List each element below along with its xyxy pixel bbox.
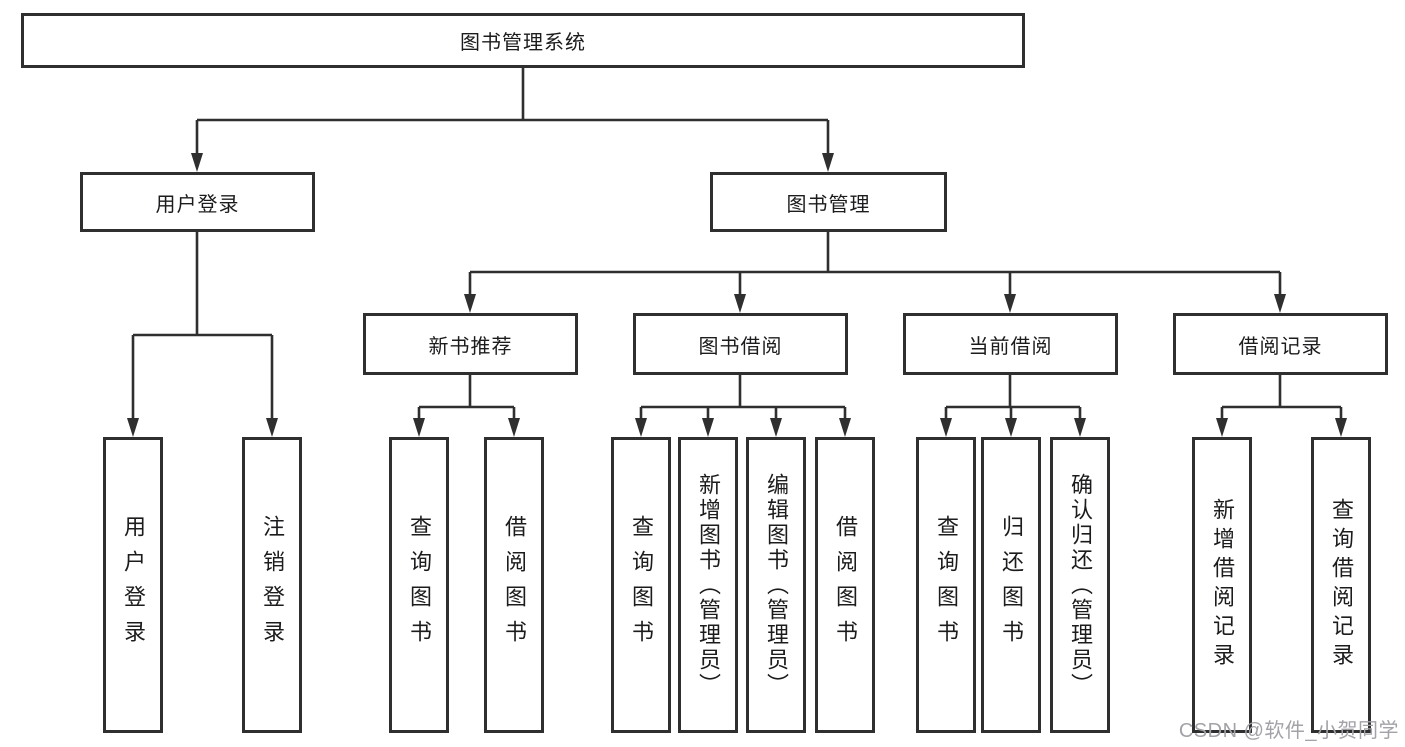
node-book-management-system: 图书管理系统 xyxy=(21,13,1025,68)
leaf-label: 用户登录 xyxy=(121,515,146,655)
node-user-login: 用户登录 xyxy=(80,172,315,232)
leaf-query-books-current: 查询图书 xyxy=(916,437,976,733)
node-label: 借阅记录 xyxy=(1238,335,1323,358)
leaf-label: 借阅图书 xyxy=(833,515,858,655)
node-borrow-records: 借阅记录 xyxy=(1173,313,1388,375)
leaf-query-books-borrow: 查询图书 xyxy=(611,437,671,733)
node-label: 当前借阅 xyxy=(968,335,1053,358)
node-label: 用户登录 xyxy=(155,193,240,216)
node-label: 图书管理系统 xyxy=(460,32,586,54)
leaf-edit-book-admin: 编辑图书（管理员） xyxy=(746,437,806,733)
leaf-add-book-admin: 新增图书（管理员） xyxy=(678,437,738,733)
leaf-label: 确认归还（管理员） xyxy=(1068,472,1093,698)
leaf-label: 注销登录 xyxy=(260,515,285,655)
leaf-label: 查询图书 xyxy=(934,515,959,655)
node-book-borrow: 图书借阅 xyxy=(633,313,848,375)
node-label: 新书推荐 xyxy=(428,335,513,358)
leaf-label: 借阅图书 xyxy=(502,515,527,655)
node-current-borrow: 当前借阅 xyxy=(903,313,1118,375)
leaf-label: 归还图书 xyxy=(999,515,1024,655)
leaf-add-borrow-record: 新增借阅记录 xyxy=(1192,437,1252,733)
leaf-logout: 注销登录 xyxy=(242,437,302,733)
leaf-label: 编辑图书（管理员） xyxy=(764,472,789,698)
leaf-label: 新增图书（管理员） xyxy=(696,472,721,698)
leaf-query-books-recommend: 查询图书 xyxy=(389,437,449,733)
leaf-label: 查询图书 xyxy=(407,515,432,655)
leaf-user-login: 用户登录 xyxy=(103,437,163,733)
watermark-text: CSDN @软件_小贺同学 xyxy=(1178,720,1399,742)
leaf-borrow-books-recommend: 借阅图书 xyxy=(484,437,544,733)
leaf-confirm-return-admin: 确认归还（管理员） xyxy=(1050,437,1110,733)
leaf-borrow-books-borrow: 借阅图书 xyxy=(815,437,875,733)
node-book-management: 图书管理 xyxy=(710,172,947,232)
leaf-query-borrow-record: 查询借阅记录 xyxy=(1311,437,1371,733)
leaf-label: 查询借阅记录 xyxy=(1329,498,1354,672)
node-label: 图书管理 xyxy=(786,193,871,216)
leaf-label: 查询图书 xyxy=(629,515,654,655)
leaf-label: 新增借阅记录 xyxy=(1210,498,1235,672)
leaf-return-books: 归还图书 xyxy=(981,437,1041,733)
node-label: 图书借阅 xyxy=(698,335,783,358)
node-new-book-recommend: 新书推荐 xyxy=(363,313,578,375)
